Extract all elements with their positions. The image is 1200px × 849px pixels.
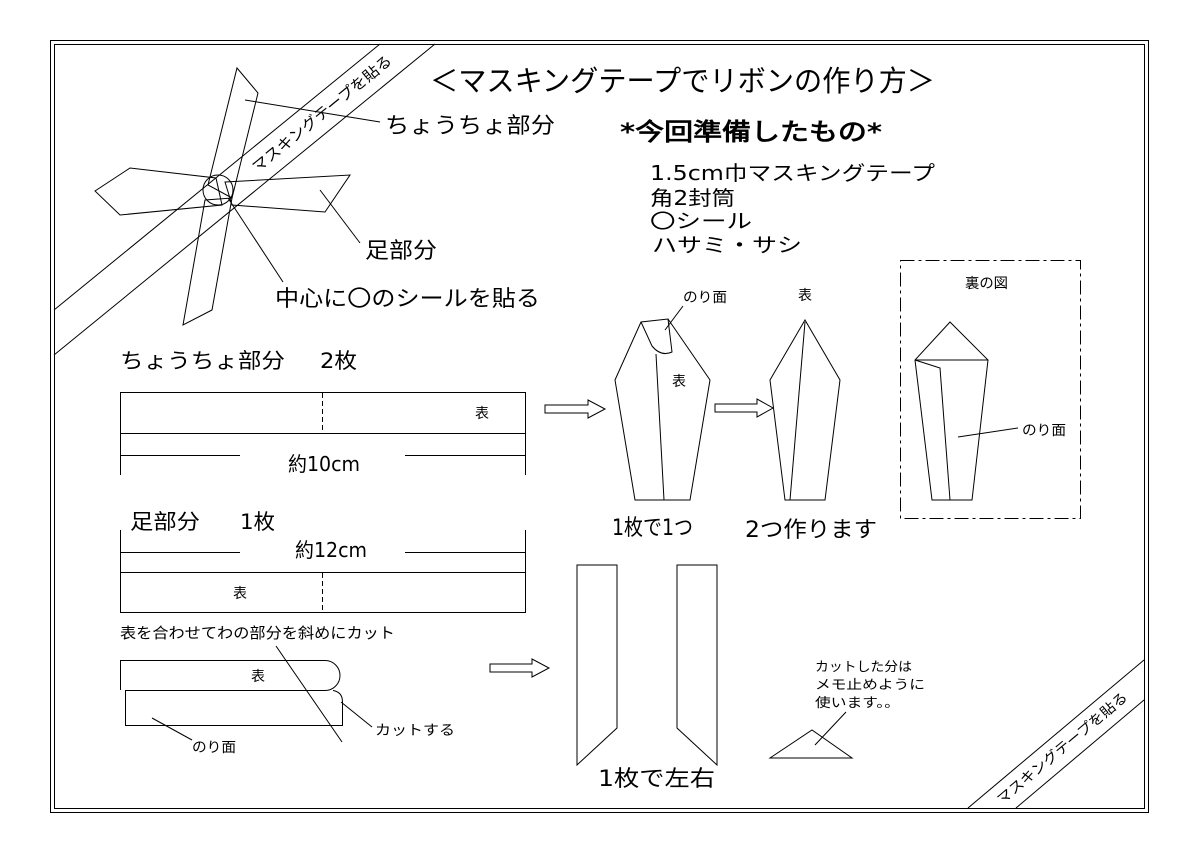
cut-legs: 1枚で左右 [576,564,718,792]
right-arrow-icon [544,399,607,419]
bow-illustration [94,66,381,326]
bow-center-label: 中心に〇のシールを貼る [275,287,540,312]
bow-leg-lower [182,197,233,326]
leftover-triangle [768,729,854,759]
finished-loop [769,319,841,501]
back-view-loop [914,321,989,501]
glue-side-label: のり面 [1022,423,1066,439]
loop-fold-step: のり面 表 1枚で1つ [612,290,727,541]
tape-band-edge [53,43,381,311]
pointer-line [319,189,361,244]
back-view-frame [900,260,1081,519]
section-count: 2枚 [320,349,357,373]
materials-list: *今回準備したもの* 1.5cm巾マスキングテープ 角2封筒 〇シール ハサミ・… [620,118,935,257]
step-caption: 1枚で左右 [598,767,715,792]
materials-item: ハサミ・サシ [652,233,802,257]
leg-strip-right [676,564,718,767]
outer-border [50,40,1149,813]
front-side-label: 表 [672,374,686,390]
materials-heading: *今回準備したもの* [620,118,883,146]
pointer-line [957,427,1019,438]
bow-loop-upper [207,66,259,199]
front-side-label: 表 [798,288,812,304]
tape-strip [120,392,526,434]
pointer-line [664,305,684,331]
back-view-panel: 裏の図 のり面 [900,260,1081,519]
section-title: ちょうちょ部分 [120,349,285,373]
bow-butterfly-label: ちょうちょ部分 [385,114,555,139]
section-count: 1枚 [240,510,275,534]
fold-inner-lines [914,359,988,501]
butterfly-part-section: ちょうちょ部分 2枚 表 約10cm [120,349,526,476]
bow-leg-right [224,174,351,213]
folded-strip [120,660,343,726]
pointer-line [151,717,193,741]
leg-strip-left [576,564,618,767]
tape-band-label: マスキングテープを貼る [249,52,396,177]
leg-part-section: 足部分 1枚 約12cm 表 [120,510,526,613]
right-arrow-icon [489,658,551,678]
page-title: ＜マスキングテープでリボンの作り方＞ [430,64,935,98]
dimension-label: 約10cm [288,452,360,476]
tape-band-edge [53,43,436,356]
dimension-label: 約12cm [295,538,367,562]
glue-side-label: のり面 [683,290,727,306]
fold-inner-line [789,321,806,501]
materials-item: 〇シール [650,209,752,233]
pointer-line [340,701,373,728]
front-side-label: 表 [251,669,265,685]
glue-side-label: のり面 [192,740,236,756]
pointer-line [814,711,847,746]
fold-cut-step: 表を合わせてわの部分を斜めにカット 表 のり面 カットする [120,624,455,756]
fold-inner-lines [640,318,673,501]
inner-border [54,44,1145,809]
note-line: カットした分は [815,660,912,675]
bow-leg-label: 足部分 [365,239,437,264]
tape-band-edge [967,659,1145,809]
note-line: 使います。。 [815,695,900,711]
materials-item: 角2封筒 [650,186,735,210]
instruction-text: 表を合わせてわの部分を斜めにカット [120,624,395,642]
step-caption: 2つ作ります [745,518,877,543]
tape-band-bottom-right: マスキングテープを貼る [967,659,1145,809]
step-caption: 1枚で1つ [612,516,693,541]
center-seal [202,174,234,206]
cut-line [275,645,343,743]
tape-band-edge [1015,699,1145,809]
pointer-line [244,99,381,123]
tape-strip [120,572,526,613]
materials-item: 1.5cm巾マスキングテープ [650,161,935,185]
tape-band-label: マスキングテープを貼る [994,690,1131,808]
section-title: 足部分 [130,510,200,534]
bow-loop-left [94,167,223,216]
front-side-label: 表 [233,586,247,602]
front-side-label: 表 [475,406,489,422]
leftover-note: カットした分は メモ止めように 使います。。 [768,660,925,759]
back-view-title: 裏の図 [965,275,1008,292]
loop-finished-step: 表 2つ作ります [745,288,877,543]
right-arrow-icon [714,398,775,418]
note-line: メモ止めように [815,678,925,693]
pointer-line [227,197,284,283]
cut-label: カットする [375,723,455,739]
